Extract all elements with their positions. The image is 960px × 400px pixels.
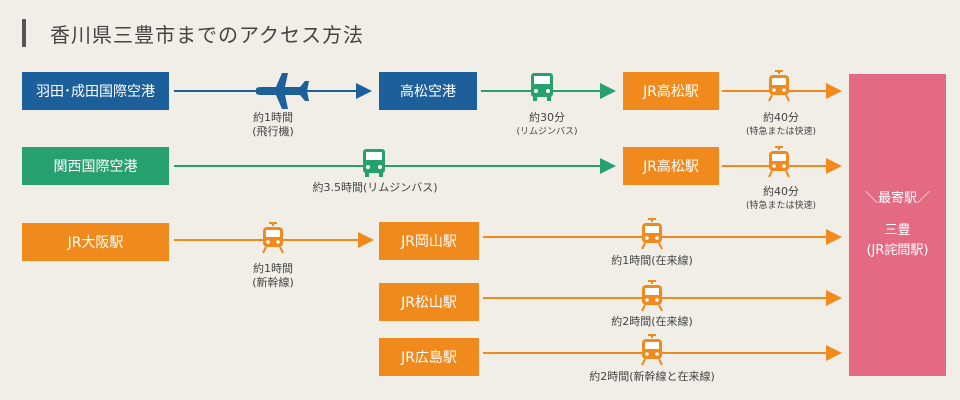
label-flight-time: 約1時間 bbox=[253, 111, 293, 124]
label-express-2: 約40分 (特急または快速) bbox=[746, 185, 816, 213]
label-express-mode-2: (特急または快速) bbox=[745, 201, 817, 211]
station-haneda-narita: 羽田･成田国際空港 bbox=[22, 72, 169, 110]
label-bus-time: 約30分 bbox=[529, 111, 565, 124]
label-bus-mode: (リムジンバス) bbox=[516, 127, 578, 137]
destination-header: ＼最寄駅／ bbox=[864, 191, 930, 206]
station-kansai-airport: 関西国際空港 bbox=[22, 147, 169, 185]
page-title: 香川県三豊市までのアクセス方法 bbox=[50, 22, 364, 47]
label-shinkansen-time: 約1時間 bbox=[253, 262, 293, 275]
station-jr-osaka: JR大阪駅 bbox=[22, 223, 169, 261]
bus-icon bbox=[363, 149, 385, 177]
destination-station: (JR詫間駅) bbox=[866, 243, 929, 258]
label-express-1: 約40分 (特急または快速) bbox=[746, 111, 816, 139]
destination-box: ＼最寄駅／ 三豊 (JR詫間駅) bbox=[849, 74, 946, 376]
label-express-time-1: 約40分 bbox=[763, 111, 799, 124]
train-icon bbox=[641, 218, 663, 250]
station-jr-takamatsu-1: JR高松駅 bbox=[623, 72, 719, 110]
label-shinkansen: 約1時間 (新幹線) bbox=[252, 262, 294, 290]
station-jr-matsuyama: JR松山駅 bbox=[379, 283, 479, 321]
train-icon bbox=[768, 146, 790, 178]
destination-name: 三豊 bbox=[884, 223, 911, 238]
label-okayama-route: 約1時間(在来線) bbox=[611, 254, 693, 267]
airplane-icon bbox=[256, 73, 309, 109]
label-express-mode-1: (特急または快速) bbox=[745, 127, 817, 137]
label-bus: 約30分 (リムジンバス) bbox=[516, 111, 577, 139]
bus-icon bbox=[531, 73, 553, 101]
train-icon bbox=[262, 222, 284, 254]
train-icon bbox=[768, 70, 790, 102]
train-icon bbox=[641, 280, 663, 312]
station-jr-okayama: JR岡山駅 bbox=[379, 222, 479, 260]
label-hiroshima-route: 約2時間(新幹線と在来線) bbox=[589, 370, 715, 383]
label-flight-mode: (飛行機) bbox=[252, 125, 294, 138]
label-shinkansen-mode: (新幹線) bbox=[252, 276, 294, 289]
station-jr-takamatsu-2: JR高松駅 bbox=[623, 147, 719, 185]
label-kansai-bus: 約3.5時間(リムジンバス) bbox=[312, 181, 438, 194]
label-flight: 約1時間 (飛行機) bbox=[252, 111, 294, 139]
label-express-time-2: 約40分 bbox=[763, 185, 799, 198]
page-title-block: 香川県三豊市までのアクセス方法 bbox=[22, 18, 364, 48]
station-takamatsu-airport: 高松空港 bbox=[379, 72, 477, 110]
train-icon bbox=[641, 334, 663, 366]
label-matsuyama-route: 約2時間(在来線) bbox=[611, 315, 693, 328]
station-jr-hiroshima: JR広島駅 bbox=[379, 338, 479, 376]
title-accent-bar bbox=[22, 19, 26, 47]
